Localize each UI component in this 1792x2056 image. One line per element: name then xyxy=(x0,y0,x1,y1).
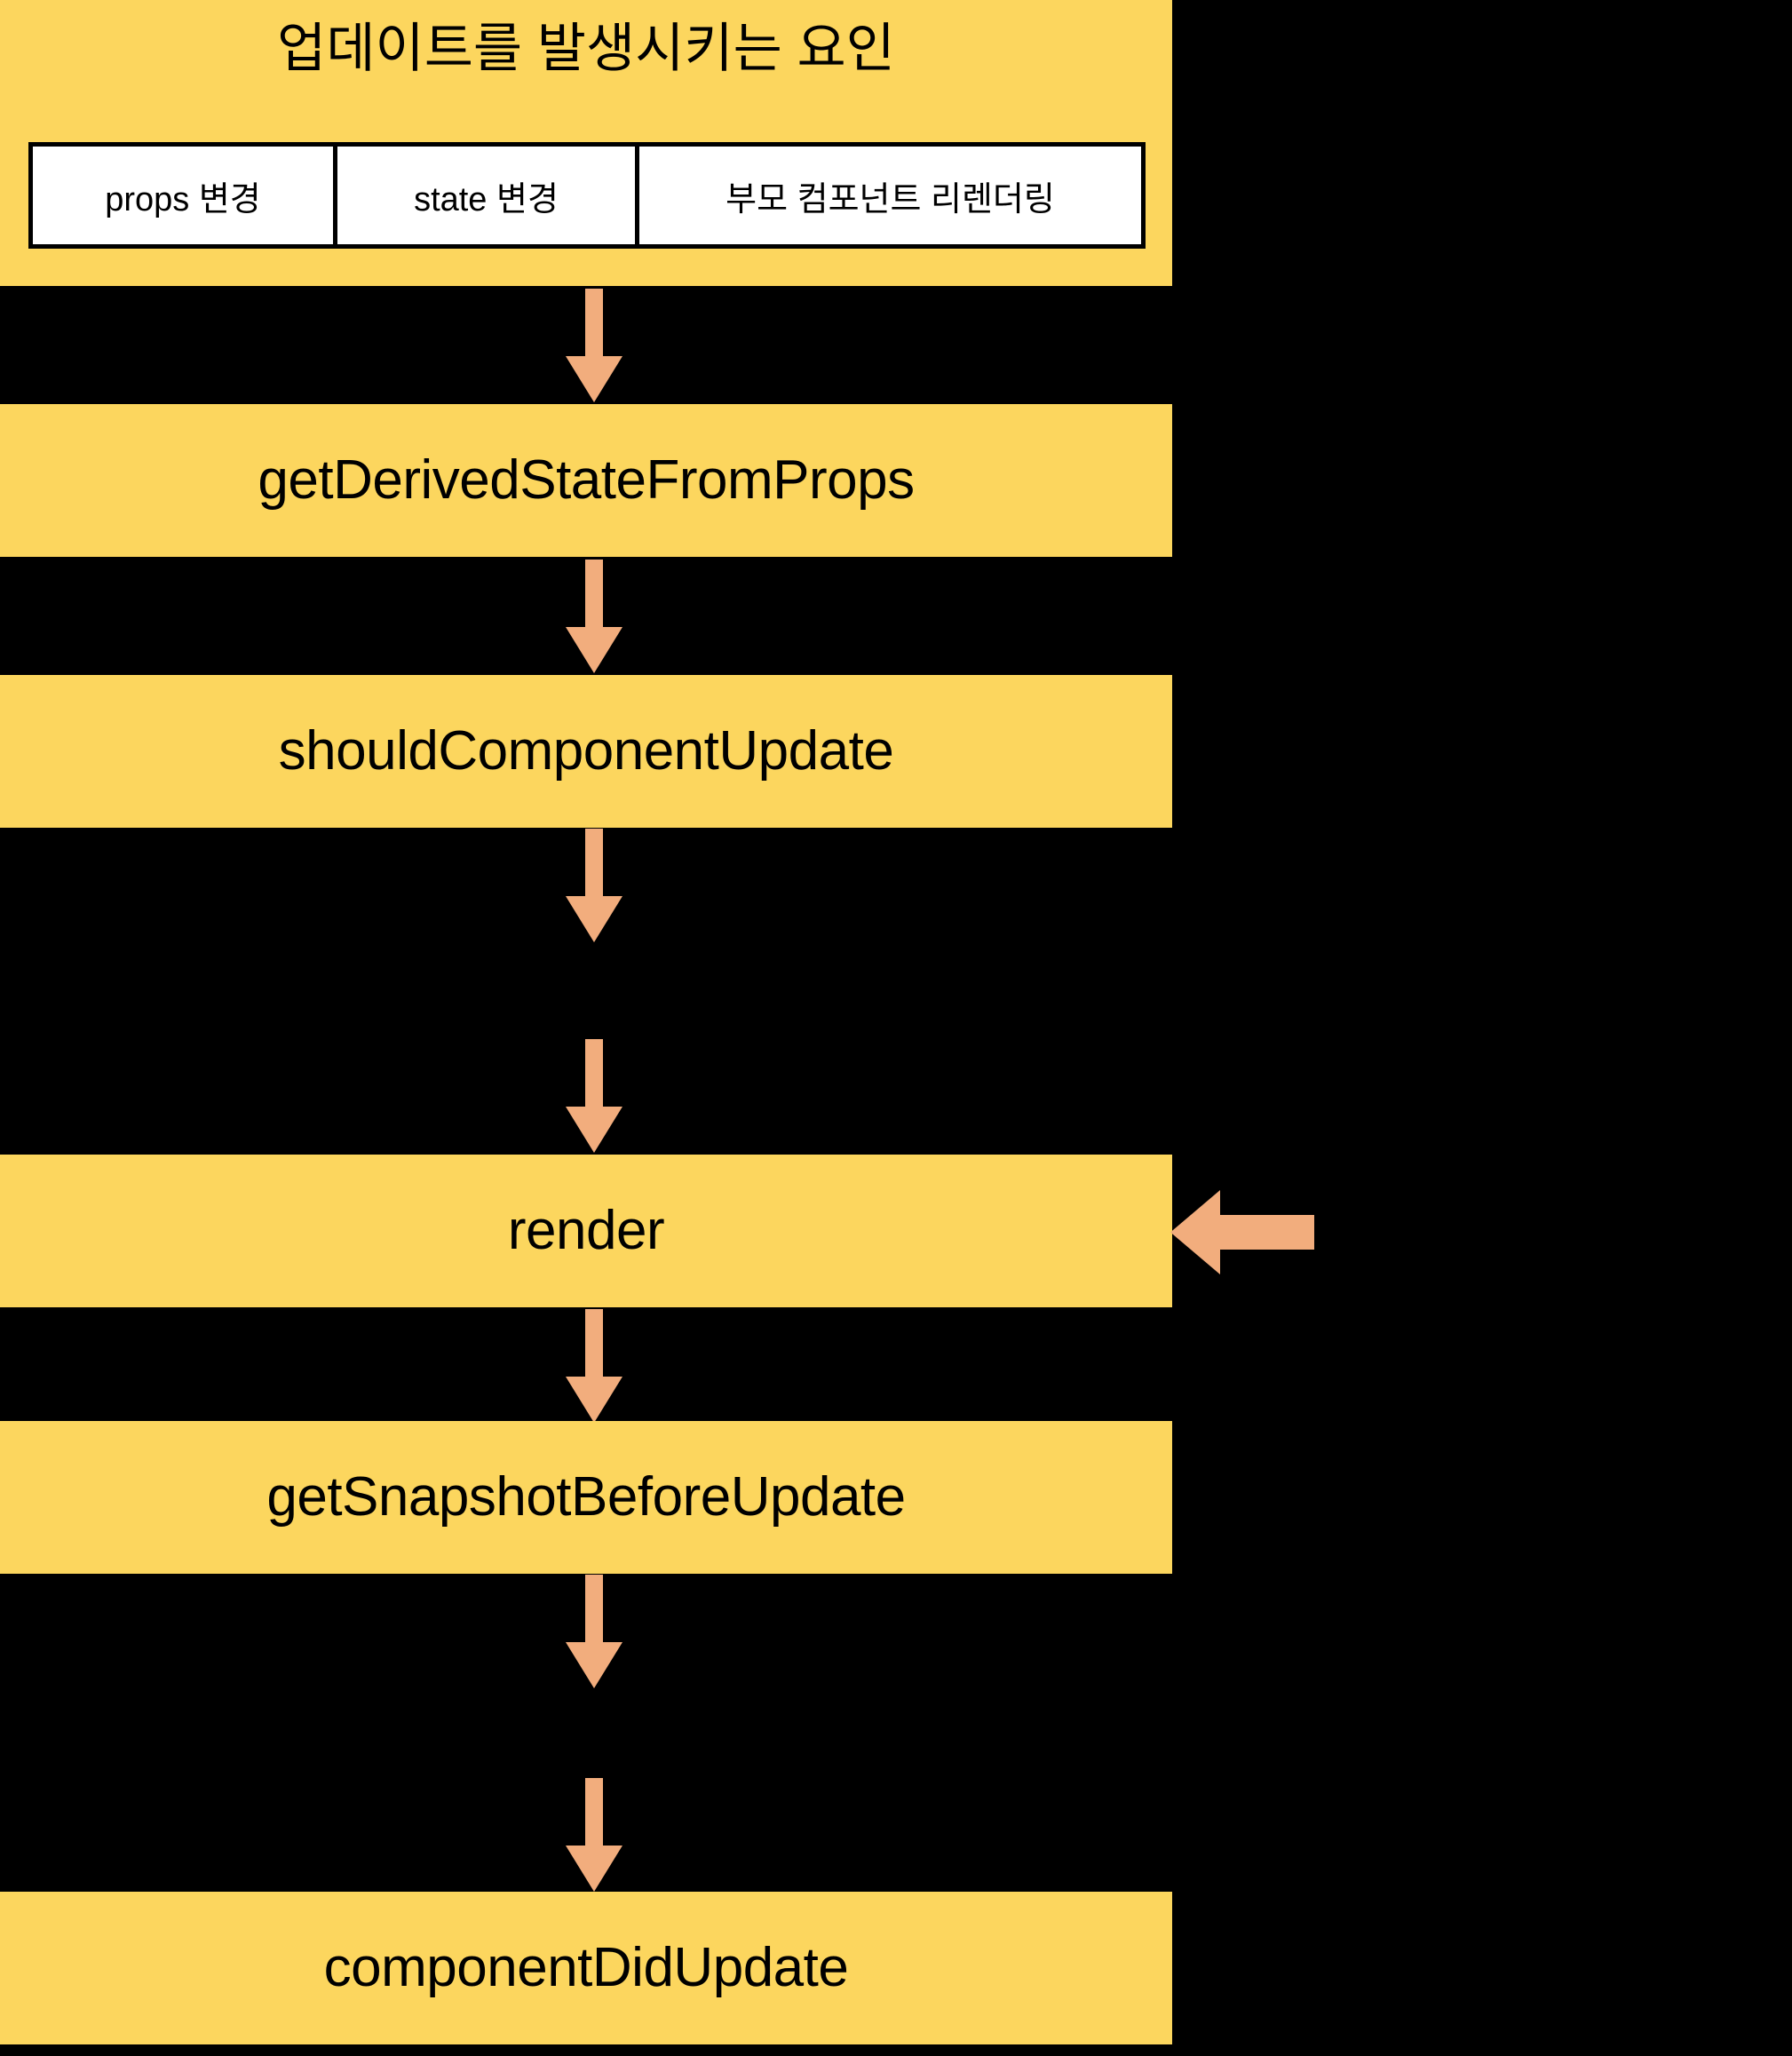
page-title: 업데이트를 발생시키는 요인 xyxy=(277,19,895,78)
trigger-cell-props-change: props 변경 xyxy=(33,147,333,244)
lifecycle-box-get-snapshot-before-update: getSnapshotBeforeUpdate xyxy=(0,1421,1172,1574)
triggers-table: props 변경 state 변경 부모 컴포넌트 리렌더링 xyxy=(28,142,1146,249)
arrow-triggers-to-gdsfp xyxy=(560,289,628,402)
trigger-cell-parent-rerender: 부모 컴포넌트 리렌더링 xyxy=(635,147,1141,244)
trigger-cell-state-change: state 변경 xyxy=(333,147,635,244)
lifecycle-box-get-derived-state-from-props: getDerivedStateFromProps xyxy=(0,404,1172,557)
lifecycle-label-get-derived-state-from-props: getDerivedStateFromProps xyxy=(258,449,915,511)
lifecycle-label-should-component-update: shouldComponentUpdate xyxy=(278,720,894,782)
arrow-scu-to-gap-1 xyxy=(560,829,628,942)
arrow-gdsfp-to-scu xyxy=(560,560,628,673)
arrow-gap-to-cdu xyxy=(560,1778,628,1892)
lifecycle-box-render: render xyxy=(0,1155,1172,1307)
arrow-render-to-gsbu xyxy=(560,1309,628,1423)
lifecycle-label-get-snapshot-before-update: getSnapshotBeforeUpdate xyxy=(266,1466,906,1528)
arrow-gsbu-to-gap-2 xyxy=(560,1575,628,1688)
arrow-external-into-render xyxy=(1170,1190,1314,1274)
lifecycle-box-component-did-update: componentDidUpdate xyxy=(0,1892,1172,2044)
arrow-gap-to-render xyxy=(560,1039,628,1153)
lifecycle-label-render: render xyxy=(507,1200,665,1261)
update-triggers-panel: 업데이트를 발생시키는 요인 props 변경 state 변경 부모 컴포넌트… xyxy=(0,0,1172,286)
lifecycle-box-should-component-update: shouldComponentUpdate xyxy=(0,675,1172,828)
lifecycle-label-component-did-update: componentDidUpdate xyxy=(323,1937,849,1998)
